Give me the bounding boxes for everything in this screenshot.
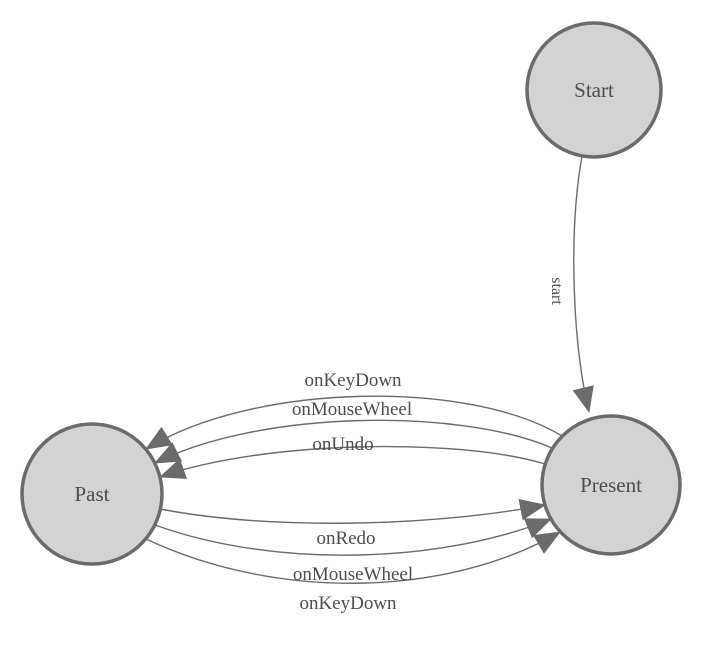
edge-label-onmousewheel-top: onMouseWheel bbox=[292, 399, 412, 420]
node-past-circle[interactable] bbox=[20, 422, 164, 566]
node-present-circle[interactable] bbox=[540, 414, 682, 556]
edge-label-start: start bbox=[548, 277, 565, 305]
node-start: Start bbox=[525, 21, 663, 159]
node-start-circle[interactable] bbox=[525, 21, 663, 159]
edges-layer bbox=[145, 155, 594, 584]
edge-present-to-past-onmousewheel[interactable] bbox=[154, 419, 553, 464]
node-past: Past bbox=[20, 422, 164, 566]
edge-past-to-present-onredo[interactable] bbox=[159, 499, 547, 524]
edge-label-onkeydown-bottom: onKeyDown bbox=[299, 593, 397, 614]
edge-past-to-present-onmousewheel[interactable] bbox=[154, 518, 553, 556]
edge-label-onundo: onUndo bbox=[312, 434, 373, 455]
edge-present-to-past-onundo[interactable] bbox=[158, 445, 546, 479]
edge-past-to-present-onkeydown[interactable] bbox=[145, 531, 561, 584]
edge-label-onredo: onRedo bbox=[316, 528, 375, 549]
edge-label-onmousewheel-bottom: onMouseWheel bbox=[293, 564, 413, 585]
edge-label-onkeydown-top: onKeyDown bbox=[304, 370, 402, 391]
edge-start-to-present[interactable] bbox=[572, 155, 594, 414]
edge-labels-layer: start onKeyDown onMouseWheel onUndo onRe… bbox=[292, 277, 565, 614]
node-present: Present bbox=[540, 414, 682, 556]
edge-present-to-past-onkeydown[interactable] bbox=[145, 395, 563, 450]
